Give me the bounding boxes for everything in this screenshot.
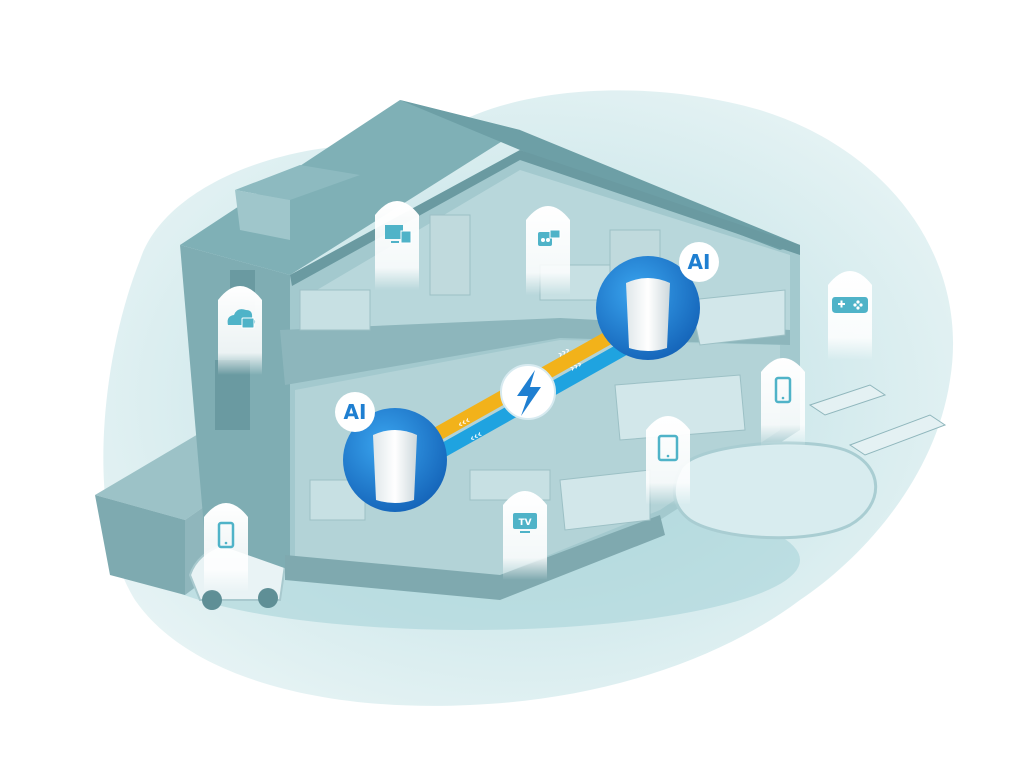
svg-text:‹‹‹: ‹‹‹ [456, 415, 472, 431]
device-pin-tv: TV [503, 491, 547, 580]
phone-icon [217, 521, 235, 549]
tv-icon-label: TV [518, 518, 531, 528]
router-right [626, 278, 670, 351]
tv-icon: TV [513, 513, 537, 533]
svg-text:‹‹‹: ‹‹‹ [468, 429, 484, 445]
device-pin-console [526, 206, 570, 295]
node-left: AI [335, 392, 447, 512]
gamepad-icon [538, 229, 561, 246]
node-right: AI [596, 242, 719, 360]
lightning-icon [517, 370, 541, 416]
router-left [373, 430, 417, 503]
device-pin-desktop [375, 201, 419, 290]
svg-text:›››: ››› [568, 359, 584, 375]
node-left-ai-label: AI [344, 400, 367, 424]
device-pin-phone-pool [761, 358, 805, 447]
cloud-icon [227, 309, 256, 329]
node-right-ai-label: AI [688, 250, 711, 274]
desktop-icon [385, 225, 412, 244]
pool [672, 384, 947, 540]
device-pin-phone-garage [204, 503, 248, 592]
hub [500, 364, 556, 420]
device-pin-cloud [218, 286, 262, 375]
device-pin-gamepad [828, 271, 872, 360]
svg-text:›››: ››› [556, 345, 572, 361]
device-pin-tablet [646, 416, 690, 505]
phone-icon [774, 376, 792, 404]
gamepad-icon [832, 297, 868, 313]
tablet-icon [657, 434, 679, 462]
